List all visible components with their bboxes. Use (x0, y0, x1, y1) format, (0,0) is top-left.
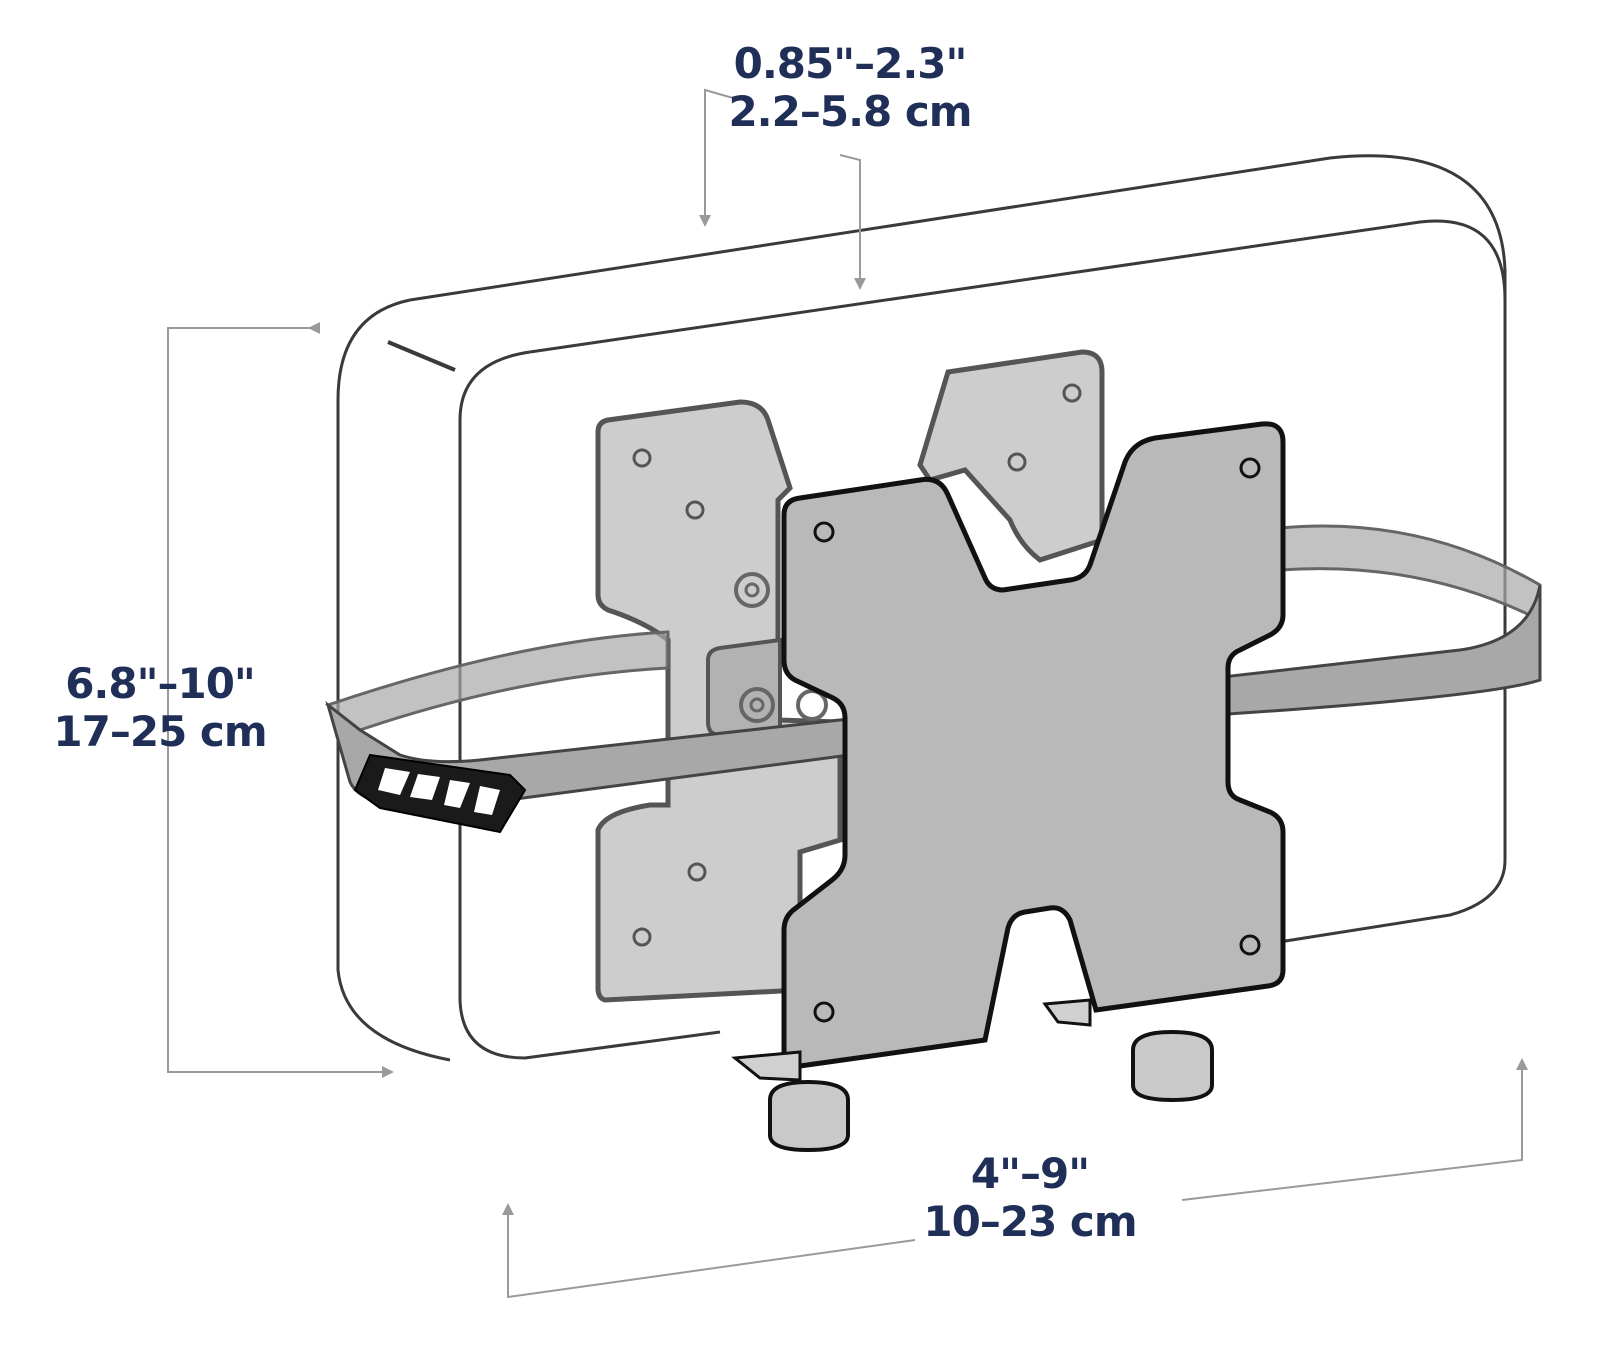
height-dimension-label: 6.8"–10" 17–25 cm (30, 659, 290, 757)
width-dimension-label: 4"–9" 10–23 cm (900, 1149, 1160, 1247)
depth-metric: 2.2–5.8 cm (728, 87, 972, 137)
depth-dimension-label: 0.85"–2.3" 2.2–5.8 cm (700, 39, 1000, 137)
width-metric: 10–23 cm (923, 1197, 1137, 1247)
strap (324, 524, 1542, 809)
dimension-lines (167, 88, 1528, 1299)
thumbscrew-knobs (768, 1029, 1214, 1153)
strap-buckle (353, 753, 527, 834)
height-imperial: 6.8"–10" (65, 659, 256, 708)
width-imperial: 4"–9" (970, 1149, 1090, 1198)
front-bracket-plate (731, 421, 1286, 1082)
depth-imperial: 0.85"–2.3" (733, 39, 968, 88)
height-metric: 17–25 cm (53, 707, 267, 757)
back-bracket-plate (595, 349, 1105, 1003)
device-box (336, 154, 1507, 1062)
